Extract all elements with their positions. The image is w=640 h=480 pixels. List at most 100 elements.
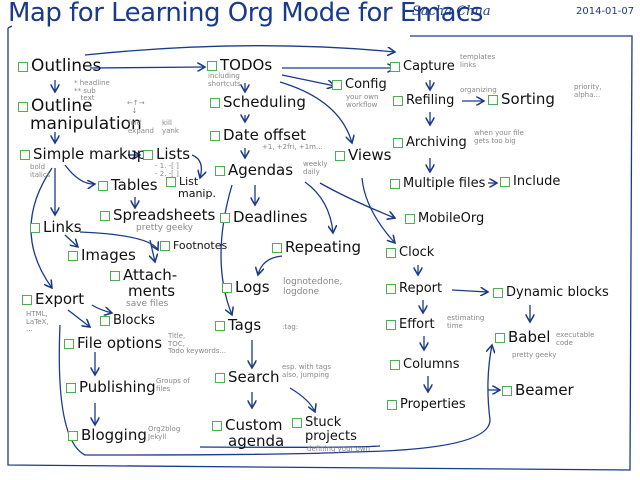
node-label: Blocks — [113, 313, 155, 328]
node-capture[interactable]: Capture — [390, 60, 455, 73]
node-effort[interactable]: Effort — [386, 318, 435, 331]
node-dynamic-blocks[interactable]: Dynamic blocks — [493, 286, 609, 299]
node-file-options[interactable]: File options — [64, 336, 162, 351]
node-spreadsheets[interactable]: Spreadsheets — [100, 208, 215, 223]
checkbox-icon[interactable] — [64, 338, 74, 349]
node-config[interactable]: Config — [332, 78, 387, 91]
checkbox-icon[interactable] — [387, 399, 397, 410]
node-label: Spreadsheets — [113, 206, 216, 224]
checkbox-icon[interactable] — [160, 240, 170, 251]
node-blocks[interactable]: Blocks — [100, 314, 155, 327]
checkbox-icon[interactable] — [222, 282, 232, 293]
checkbox-icon[interactable] — [386, 283, 396, 294]
node-outline-manipulation[interactable]: Outline — [18, 98, 93, 115]
checkbox-icon[interactable] — [207, 60, 217, 71]
checkbox-icon[interactable] — [215, 320, 225, 331]
node-todos[interactable]: TODOs — [207, 58, 272, 73]
checkbox-icon[interactable] — [166, 176, 176, 187]
node-multiple-files[interactable]: Multiple files — [390, 177, 485, 190]
note-date-offset: +1, +2fri, +1m... — [262, 143, 323, 151]
node-images[interactable]: Images — [68, 248, 136, 263]
checkbox-icon[interactable] — [22, 294, 32, 305]
checkbox-icon[interactable] — [335, 150, 345, 161]
node-scheduling[interactable]: Scheduling — [210, 95, 306, 110]
node-repeating[interactable]: Repeating — [272, 240, 361, 255]
node-publishing[interactable]: Publishing — [66, 380, 156, 395]
node-deadlines[interactable]: Deadlines — [220, 210, 307, 225]
node-blogging[interactable]: Blogging — [68, 428, 147, 443]
checkbox-icon[interactable] — [215, 372, 225, 383]
node-archiving[interactable]: Archiving — [393, 136, 467, 149]
node-simple-markup[interactable]: Simple markup — [20, 147, 146, 162]
checkbox-icon[interactable] — [488, 94, 498, 105]
checkbox-icon[interactable] — [405, 213, 415, 224]
node-search[interactable]: Search — [215, 370, 280, 385]
checkbox-icon[interactable] — [30, 222, 40, 233]
checkbox-icon[interactable] — [390, 178, 400, 189]
checkbox-icon[interactable] — [292, 417, 302, 428]
checkbox-icon[interactable] — [495, 332, 505, 343]
checkbox-icon[interactable] — [332, 79, 342, 90]
node-lists[interactable]: Lists — [143, 147, 190, 162]
checkbox-icon[interactable] — [68, 430, 78, 441]
node-label: Export — [35, 290, 85, 308]
node-label: TODOs — [220, 56, 273, 74]
node-stuck-projects[interactable]: Stuck — [292, 416, 341, 429]
node-tags[interactable]: Tags — [215, 318, 261, 333]
node-date-offset[interactable]: Date offset — [210, 128, 306, 143]
node-label: Logs — [235, 278, 270, 296]
node-outlines[interactable]: Outlines — [18, 58, 101, 75]
checkbox-icon[interactable] — [390, 61, 400, 72]
checkbox-icon[interactable] — [20, 149, 30, 160]
note-export: HTML, LaTeX, ... — [26, 310, 49, 334]
node-babel[interactable]: Babel — [495, 330, 550, 345]
checkbox-icon[interactable] — [100, 210, 110, 221]
node-agendas[interactable]: Agendas — [215, 163, 293, 178]
checkbox-icon[interactable] — [386, 247, 396, 258]
checkbox-icon[interactable] — [66, 382, 76, 393]
node-sorting[interactable]: Sorting — [488, 92, 555, 107]
note-todos: including shortcuts — [208, 72, 241, 88]
checkbox-icon[interactable] — [143, 149, 153, 160]
node-columns[interactable]: Columns — [390, 358, 460, 371]
node-label: Publishing — [79, 378, 156, 396]
checkbox-icon[interactable] — [272, 242, 282, 253]
checkbox-icon[interactable] — [210, 97, 220, 108]
node-mobileorg[interactable]: MobileOrg — [405, 212, 484, 225]
checkbox-icon[interactable] — [390, 359, 400, 370]
note-stuck-projects: defining your own — [307, 445, 371, 453]
checkbox-icon[interactable] — [215, 165, 225, 176]
node-tables[interactable]: Tables — [98, 178, 158, 193]
checkbox-icon[interactable] — [98, 180, 108, 191]
checkbox-icon[interactable] — [100, 315, 110, 326]
checkbox-icon[interactable] — [393, 95, 403, 106]
checkbox-icon[interactable] — [502, 385, 512, 396]
checkbox-icon[interactable] — [68, 250, 78, 261]
node-attachments[interactable]: Attach- — [110, 268, 177, 283]
checkbox-icon[interactable] — [212, 420, 222, 431]
checkbox-icon[interactable] — [493, 287, 503, 298]
checkbox-icon[interactable] — [110, 270, 120, 281]
node-properties[interactable]: Properties — [387, 398, 466, 411]
node-label: Footnotes — [173, 239, 228, 252]
checkbox-icon[interactable] — [220, 212, 230, 223]
node-footnotes[interactable]: Footnotes — [160, 240, 227, 251]
node-links[interactable]: Links — [30, 220, 82, 235]
node-beamer[interactable]: Beamer — [502, 383, 574, 398]
node-custom-agenda[interactable]: Custom — [212, 418, 282, 433]
checkbox-icon[interactable] — [393, 137, 403, 148]
node-clock[interactable]: Clock — [386, 246, 434, 259]
checkbox-icon[interactable] — [18, 61, 28, 72]
checkbox-icon[interactable] — [18, 101, 28, 112]
node-report[interactable]: Report — [386, 282, 442, 295]
node-refiling[interactable]: Refiling — [393, 94, 454, 107]
node-list-manip[interactable]: List — [166, 176, 198, 187]
node-export[interactable]: Export — [22, 292, 84, 307]
node-logs[interactable]: Logs — [222, 280, 270, 295]
node-views[interactable]: Views — [335, 148, 391, 163]
checkbox-icon[interactable] — [500, 176, 510, 187]
checkbox-icon[interactable] — [386, 319, 396, 330]
checkbox-icon[interactable] — [210, 130, 220, 141]
node-include[interactable]: Include — [500, 175, 560, 188]
node-label: Outlines — [31, 56, 102, 76]
